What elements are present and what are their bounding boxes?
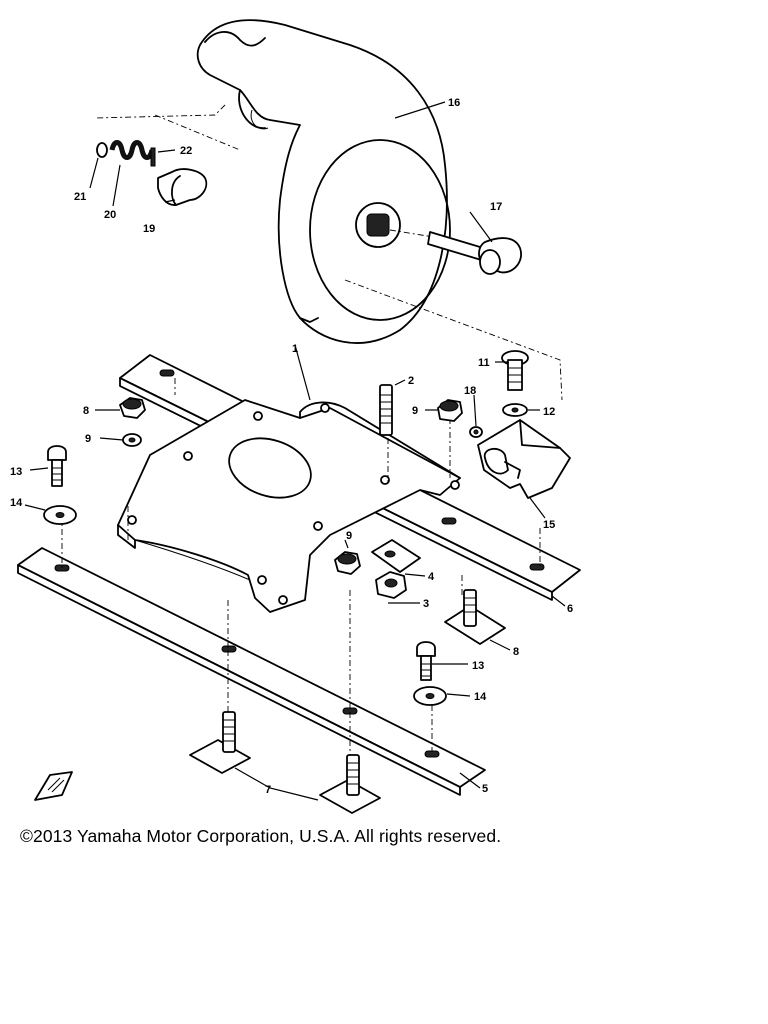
front-arrow-icon [34, 771, 73, 801]
lower-plate [17, 547, 486, 796]
callout-12: 12 [543, 406, 555, 418]
callout-22: 22 [180, 145, 192, 157]
callout-numbers: 1 2 3 4 5 6 7 8 8 9 9 9 11 12 13 13 14 1… [10, 97, 573, 796]
callout-11: 11 [478, 357, 490, 369]
callout-9-right: 9 [412, 405, 418, 417]
callout-14-left: 14 [10, 497, 23, 509]
callout-19: 19 [143, 223, 155, 235]
main-bracket [117, 399, 461, 613]
callout-8-right: 8 [513, 646, 519, 658]
nut-18 [469, 426, 483, 438]
callout-5: 5 [482, 783, 488, 795]
nut-9-right [437, 399, 463, 422]
stud-plate-7-right [319, 754, 381, 814]
callout-13-right: 13 [472, 660, 484, 672]
knob-assembly [96, 140, 208, 206]
callout-9-left: 9 [85, 433, 91, 445]
callout-9-lower: 9 [346, 530, 352, 542]
callout-7: 7 [265, 784, 271, 796]
callout-8-left: 8 [83, 405, 89, 417]
stud-plate-8 [444, 589, 506, 645]
hex-nut-3 [375, 571, 407, 599]
leader-lines [24, 101, 566, 801]
exploded-parts-diagram: 1 2 3 4 5 6 7 8 8 9 9 9 11 12 13 13 14 1… [10, 19, 581, 814]
fan-shroud [94, 19, 451, 344]
copyright-notice: ©2013 Yamaha Motor Corporation, U.S.A. A… [20, 826, 502, 846]
callout-15: 15 [543, 519, 555, 531]
callout-14-right: 14 [474, 691, 487, 703]
bolt-13-left [47, 445, 67, 487]
callout-4: 4 [428, 571, 435, 583]
stud-plate-7-left [189, 711, 251, 774]
callout-2: 2 [408, 375, 414, 387]
nut-8-left [119, 397, 146, 419]
callout-17: 17 [490, 201, 502, 213]
nut-9-lower [334, 551, 361, 575]
callout-1: 1 [292, 343, 298, 355]
callout-13-left: 13 [10, 466, 22, 478]
washer-9-left [122, 433, 142, 447]
tab-plate-4 [371, 539, 421, 573]
washer-14-right [413, 686, 447, 706]
lever-pin [389, 229, 522, 275]
callout-21: 21 [74, 191, 86, 203]
bolt-13-right [416, 641, 436, 681]
callout-20: 20 [104, 209, 116, 221]
lever-bracket-15 [477, 419, 571, 499]
washer-12 [502, 403, 528, 417]
stud-bolt [379, 384, 393, 436]
callout-6: 6 [567, 603, 573, 615]
screw-11 [501, 350, 529, 391]
alignment-lines [61, 279, 563, 770]
callout-18: 18 [464, 385, 476, 397]
washer-14-left [43, 505, 77, 525]
callout-16: 16 [448, 97, 460, 109]
callout-3: 3 [423, 598, 429, 610]
